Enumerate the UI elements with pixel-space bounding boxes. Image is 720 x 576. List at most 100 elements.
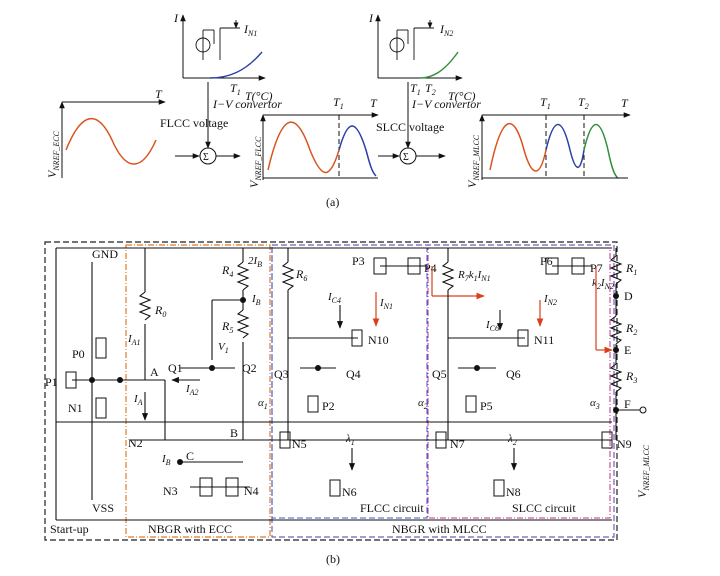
label-Q1: Q1: [168, 361, 183, 375]
label-V1: V1: [218, 341, 229, 355]
slcc-block-label: SLCC circuit: [512, 501, 576, 515]
label-IA: IA: [133, 393, 143, 407]
svg-text:Σ: Σ: [403, 152, 409, 163]
conv1-label: I−V convertor: [212, 97, 282, 111]
label-2IB: 2IB: [248, 255, 262, 269]
label-R7k1IN1: R7k1IN1: [457, 269, 491, 283]
label-N10: N10: [368, 333, 389, 347]
label-R6: R6: [295, 267, 307, 283]
label-R4: R4: [221, 263, 233, 279]
plot3-t1: T1: [540, 95, 551, 111]
ecc-block-outline: [125, 244, 271, 538]
node-E: E: [624, 343, 631, 357]
plot-vnref-flcc: T T1 VNREF_FLCC: [247, 95, 379, 188]
label-alpha2IA: α2: [418, 397, 428, 411]
label-P0: P0: [72, 347, 85, 361]
inset-in1-plot: I IN1 T1 T(°C): [173, 11, 272, 103]
plot1-x-label: T: [155, 87, 163, 101]
inset1-current-label: IN1: [243, 22, 257, 38]
node-D: D: [624, 289, 633, 303]
inset1-y-label: I: [173, 11, 179, 25]
mlcc-block-outline: [271, 244, 615, 538]
label-N7: N7: [450, 437, 465, 451]
gnd-label: GND: [92, 247, 118, 261]
plot3-x-label: T: [621, 96, 629, 110]
label-P2: P2: [322, 399, 335, 413]
in2-curve: [419, 51, 459, 79]
inset2-t1: T1: [410, 81, 421, 97]
label-N2: N2: [128, 436, 143, 450]
label-N1: N1: [68, 401, 83, 415]
slcc-converter: I−V convertor SLCC voltage Σ: [376, 82, 481, 165]
vss-label: VSS: [92, 501, 114, 515]
label-N8: N8: [506, 485, 521, 499]
plot3-y-label: VNREF_MLCC: [465, 134, 481, 188]
label-N3: N3: [163, 484, 178, 498]
inset1-t1: T1: [230, 81, 241, 97]
label-IA1: IA1: [127, 333, 141, 347]
caption-b: (b): [326, 552, 340, 566]
output-ladder: R1 D R2 E R3 F α3 N9 VNREF_MLCC: [590, 248, 651, 498]
slcc-circuit: R7k1IN1 IC6 N11 Q5 Q6 P5 α2 N7 λ2 N8 P6 …: [418, 248, 614, 515]
label-lambda1IB: λ1: [345, 433, 355, 447]
flcc-circuit: R6 IC4 N10 Q3 Q4 P2 α1 N5 λ1 N6 P3 P4 IN…: [258, 248, 485, 515]
plot1-y-label: VNREF_ECC: [45, 130, 61, 178]
conv2-label: I−V convertor: [411, 97, 481, 111]
label-alpha1IA: α1: [258, 397, 268, 411]
svg-text:Σ: Σ: [203, 152, 209, 163]
label-R0: R0: [154, 303, 166, 319]
inset2-current-label: IN2: [439, 22, 453, 38]
node-A: A: [150, 365, 159, 379]
label-Q2: Q2: [242, 361, 257, 375]
ecc-core: R0 IA1 A IA2 IA R4 R5 2IB IB V1 Q1 Q2 N2…: [120, 248, 262, 498]
label-Q3: Q3: [274, 367, 289, 381]
plot-vnref-mlcc: T T1 T2 VNREF_MLCC: [465, 95, 631, 188]
label-N5: N5: [292, 437, 307, 451]
label-R3: R3: [625, 369, 637, 385]
plot2-x-label: T: [370, 96, 378, 110]
label-alpha3IA: α3: [590, 397, 600, 411]
plot2-t1: T1: [333, 95, 344, 111]
inset-in2-plot: I IN2 T1 T2 T(°C): [368, 11, 475, 103]
startup-block-label: Start-up: [50, 522, 89, 536]
label-Q6: Q6: [506, 367, 521, 381]
label-R2: R2: [625, 321, 637, 337]
slcc-block-outline: [427, 247, 611, 519]
label-N11: N11: [534, 333, 554, 347]
inset2-t2: T2: [425, 81, 436, 97]
flcc-converter: I−V convertor FLCC voltage Σ: [160, 82, 282, 165]
label-IA2: IA2: [185, 383, 199, 397]
label-P3: P3: [352, 254, 365, 268]
startup-circuit: P0 P1 N1: [45, 262, 123, 500]
in1-curve: [209, 51, 263, 79]
node-C: C: [186, 449, 194, 463]
label-P4: P4: [424, 261, 437, 275]
caption-a: (a): [326, 195, 339, 209]
label-IN2: IN2: [543, 293, 557, 307]
label-Q4: Q4: [346, 367, 361, 381]
label-N4: N4: [244, 484, 259, 498]
label-Q5: Q5: [432, 367, 447, 381]
flcc-block-outline: [271, 247, 428, 519]
plot2-y-label: VNREF_FLCC: [247, 136, 263, 188]
node-F: F: [624, 397, 631, 411]
plot-vnref-ecc: T VNREF_ECC: [45, 87, 166, 178]
label-lambda2IB: λ2: [507, 433, 517, 447]
vout-label: VNREF_MLCC: [635, 444, 651, 498]
label-IC4: IC4: [327, 291, 341, 305]
label-IC6: IC6: [485, 319, 499, 333]
label-N6: N6: [342, 485, 357, 499]
flcc-voltage-label: FLCC voltage: [160, 116, 228, 130]
label-IB-low: IB: [161, 453, 171, 467]
node-B: B: [230, 426, 238, 440]
label-R5: R5: [221, 319, 233, 335]
plot3-t2: T2: [578, 95, 589, 111]
inset1-x-label: T(°C): [245, 89, 272, 103]
flcc-block-label: FLCC circuit: [360, 501, 424, 515]
slcc-voltage-label: SLCC voltage: [376, 120, 444, 134]
label-k2IN2: k2IN2: [592, 277, 614, 291]
label-P5: P5: [480, 399, 493, 413]
mlcc-block-label: NBGR with MLCC: [392, 522, 487, 536]
startup-block-outline: [44, 241, 618, 541]
